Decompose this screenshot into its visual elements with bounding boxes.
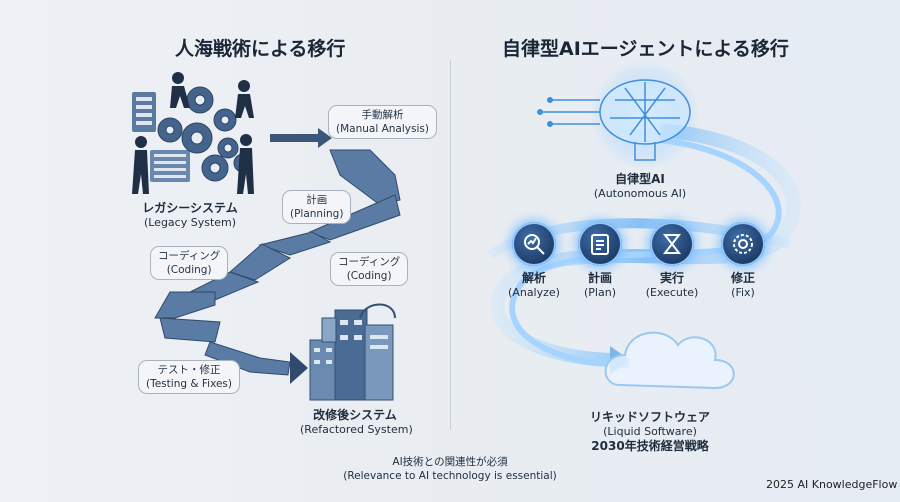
right-title: 自律型AIエージェントによる移行 [502, 38, 789, 60]
fix-step-icon [721, 222, 765, 266]
legacy-system-label: レガシーシステム(Legacy System) [142, 201, 238, 229]
gear-icon [733, 234, 753, 254]
testing-bubble: テスト・修正(Testing & Fixes) [138, 360, 240, 394]
planning-bubble: 計画(Planning) [282, 190, 352, 224]
autonomous-ai-label: 自律型AI(Autonomous AI) [593, 172, 687, 200]
workers-icon [132, 72, 254, 194]
manual-analysis-bubble: 手動解析(Manual Analysis) [328, 105, 437, 139]
execute-step-icon [650, 222, 694, 266]
relevance-note: AI技術との関連性が必須(Relevance to AI technology … [343, 456, 557, 482]
brain-icon [599, 79, 691, 161]
coding-bubble-left: コーディング(Coding) [150, 246, 229, 280]
process-ribbon [154, 149, 401, 376]
hourglass-icon [662, 234, 682, 254]
coding-bubble-right: コーディング(Coding) [330, 252, 409, 286]
clipboard-icon [591, 234, 609, 255]
left-title: 人海戦術による移行 [175, 38, 346, 60]
analyze-step-icon [512, 222, 556, 266]
magnifier-chart-icon [524, 234, 545, 255]
liquid-software-label: リキッドソフトウェア(Liquid Software)2030年技術経営戦略 [589, 410, 710, 453]
server-rack-icon [132, 92, 190, 182]
circuit-lines [537, 97, 600, 127]
plan-label: 計画(Plan) [584, 271, 616, 299]
cloud-icon [604, 331, 735, 390]
execute-label: 実行(Execute) [645, 271, 699, 299]
fix-label: 修正(Fix) [730, 271, 755, 299]
refactored-system-label: 改修後システム(Refactored System) [300, 408, 413, 436]
city-buildings-icon [309, 303, 396, 401]
plan-step-icon [578, 222, 622, 266]
analyze-label: 解析(Analyze) [508, 271, 560, 299]
center-divider [450, 60, 451, 430]
credit-text: 2025 AI KnowledgeFlow [766, 478, 898, 491]
gears-icon [157, 86, 253, 182]
legacy-migration-illustration [132, 72, 401, 401]
